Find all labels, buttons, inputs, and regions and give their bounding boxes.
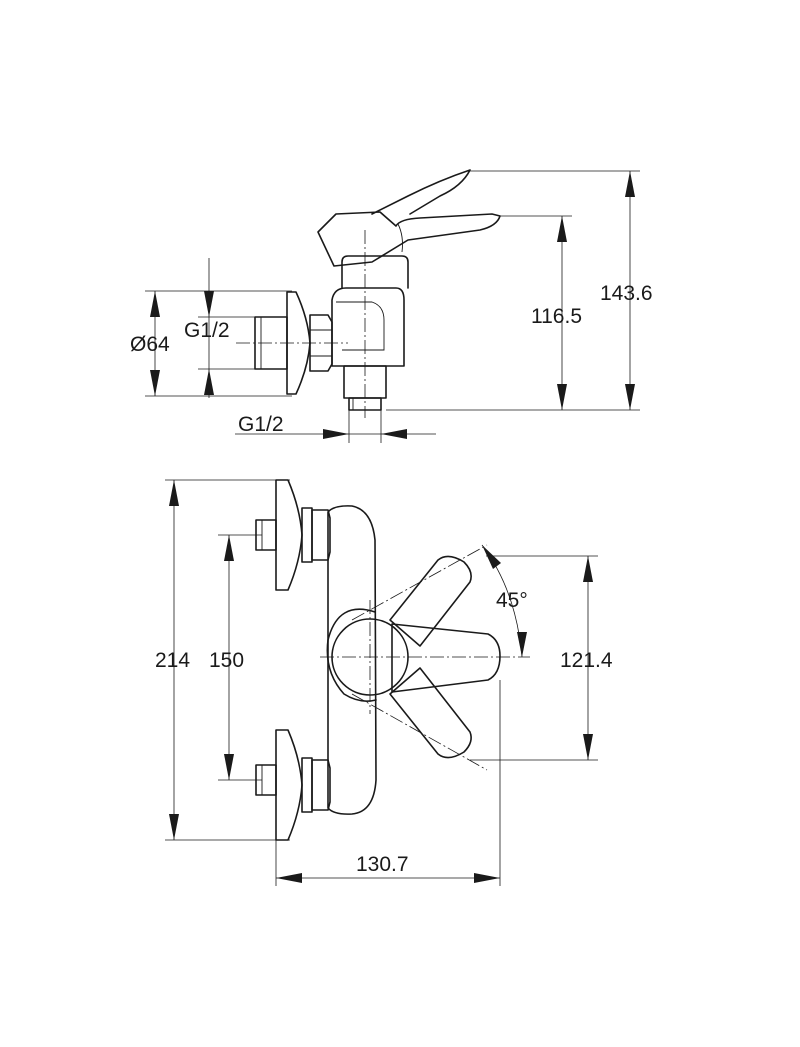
front-view: 214 150 121.4 45° 130.7 <box>155 480 613 886</box>
lever-up <box>390 556 471 646</box>
upper-rosette <box>276 480 302 590</box>
dim-front-height: 214 <box>155 649 190 672</box>
mixer-body <box>332 288 404 366</box>
dim-total-height: 143.6 <box>600 282 653 305</box>
dim-handle-swing: 121.4 <box>560 649 613 672</box>
dim-handle-angle: 45° <box>496 589 528 612</box>
dim-inlet-thread: G1/2 <box>184 319 230 342</box>
lever-down <box>390 668 471 758</box>
lever-handle <box>318 212 500 266</box>
dim-outlet-height: 116.5 <box>531 305 582 328</box>
lower-rosette <box>276 730 302 840</box>
front-body <box>328 506 376 814</box>
side-view: 143.6 116.5 Ø64 G1/2 G1/2 <box>130 170 653 443</box>
dim-outlet-thread: G1/2 <box>238 413 284 436</box>
dim-projection: 130.7 <box>356 853 409 876</box>
dim-rosette-diameter: Ø64 <box>130 333 170 356</box>
dim-inlet-spacing: 150 <box>209 649 244 672</box>
